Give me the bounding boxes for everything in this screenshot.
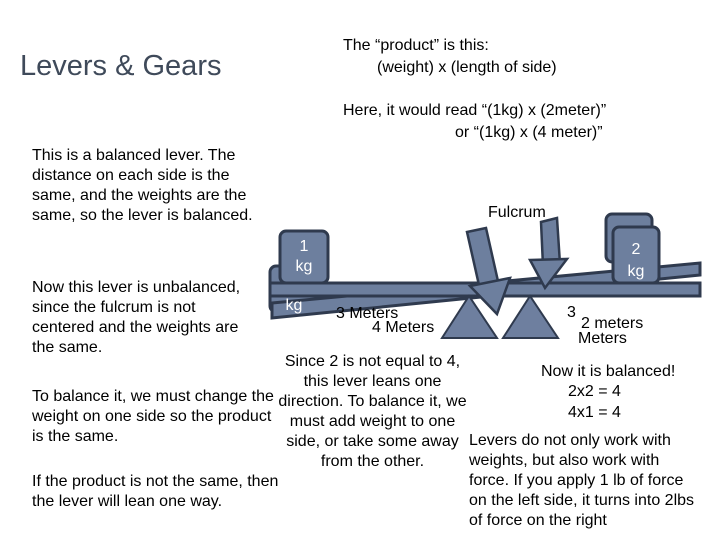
product-line-1: The “product” is this: bbox=[343, 37, 489, 54]
fulcrum-label: Fulcrum bbox=[488, 204, 546, 221]
right-measure-back-value: 3 bbox=[567, 304, 576, 321]
read-line-1: Here, it would read “(1kg) x (2meter)” bbox=[343, 102, 607, 119]
right-measure-front: 2 meters bbox=[581, 315, 644, 332]
left-weight-box bbox=[278, 229, 330, 285]
right-weight-value: 2 kg bbox=[627, 241, 645, 280]
left-measure-back: 3 Meters bbox=[336, 305, 399, 322]
right-weight-box bbox=[611, 225, 661, 285]
balance-instruction-text: To balance it, we must change the weight… bbox=[32, 388, 274, 445]
fulcrum-arrow-left bbox=[465, 226, 512, 317]
since-text: Since 2 is not equal to 4, this lever le… bbox=[278, 353, 467, 470]
left-weight-back-unit: kg bbox=[285, 297, 303, 314]
unbalanced-lever-text: Now this lever is unbalanced, since the … bbox=[32, 279, 241, 356]
read-line-2: or “(1kg) x (4 meter)” bbox=[455, 124, 603, 141]
left-measure-front: 4 Meters bbox=[372, 319, 435, 336]
fulcrum-arrow-right bbox=[527, 216, 570, 291]
balanced-now-line-3: 4x1 = 4 bbox=[568, 404, 621, 421]
product-not-same-text: If the product is not the same, then the… bbox=[32, 473, 279, 510]
gears-text: Levers do not only work with weights, bu… bbox=[469, 432, 695, 529]
page-title: Levers & Gears bbox=[20, 50, 222, 82]
fulcrum-right bbox=[501, 294, 560, 339]
balanced-now-line-1: Now it is balanced! bbox=[541, 363, 676, 380]
fulcrum-left bbox=[440, 294, 499, 339]
right-measure-back-unit: Meters bbox=[578, 330, 627, 347]
balanced-now-line-2: 2x2 = 4 bbox=[568, 383, 621, 400]
balanced-lever-text: This is a balanced lever. The distance o… bbox=[32, 147, 253, 224]
left-weight-value: 1 kg bbox=[295, 238, 313, 275]
product-line-2: (weight) x (length of side) bbox=[377, 59, 557, 76]
